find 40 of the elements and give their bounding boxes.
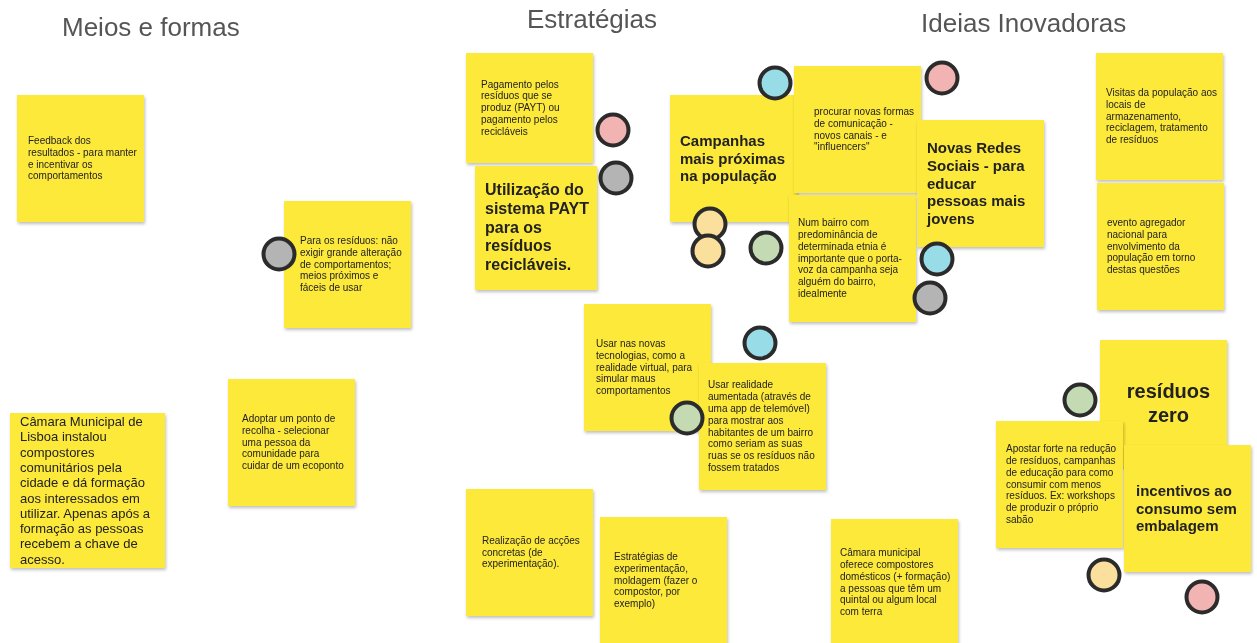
note-text: evento agregador nacional para envolvimento da população em torno destas questões xyxy=(1107,217,1197,276)
note-text: Usar realidade aumentada (através de uma app de telemóvel) para mostrar aos habitantes de um bairro como seriam as suas ruas se os resíduos não fossem tratados xyxy=(708,379,816,474)
sticky-note xyxy=(466,489,593,616)
note-text: Adoptar um ponto de recolha - selecionar uma pessoa da comunidade para cuidar de um ecoponto xyxy=(242,413,345,472)
sticky-note xyxy=(670,95,797,222)
note-text: Usar nas novas tecnologias, como a realidade virtual, para simular maus comportamentos xyxy=(596,338,694,397)
sticky-note xyxy=(789,195,916,322)
sticky-note xyxy=(794,66,921,193)
sticky-note xyxy=(475,166,597,290)
note-text: Utilização do sistema PAYT para os resíduos recicláveis. xyxy=(485,180,591,276)
sticky-note xyxy=(284,201,411,328)
note-text: resíduos zero xyxy=(1125,379,1212,428)
sticky-note xyxy=(600,517,727,643)
sticky-note xyxy=(466,53,593,163)
note-text: Para os resíduos: não exigir grande alteração de comportamentos; meios próximos e fáceis de usar xyxy=(300,235,403,294)
sticky-note xyxy=(228,379,355,506)
sticky-note xyxy=(996,421,1123,548)
note-text: Câmara Municipal de Lisboa instalou compostores comunitários pela cidade e dá formação aos interessados em utilizar. Apenas após a formação as pessoas recebem a chave de acesso. xyxy=(20,413,152,568)
column-heading: Meios e formas xyxy=(62,12,240,43)
note-text: Estratégias de experimentação, moldagem (fazer o compostor, por exemplo) xyxy=(614,551,699,610)
column-heading: Ideias Inovadoras xyxy=(921,8,1127,39)
note-text: Realização de acções concretas (de experimentação). xyxy=(482,534,581,571)
note-text: Pagamento pelos resíduos que se produz (PAYT) ou pagamento pelos recicláveis xyxy=(481,78,561,138)
note-text: Num bairro com predominância de determinada etnia é importante que o porta-voz da campanha seja alguém do bairro, idealmente xyxy=(798,217,903,300)
note-text: Novas Redes Sociais - para educar pessoas mais jovens xyxy=(927,139,1027,228)
note-text: Visitas da população aos locais de armazenamento, reciclagem, tratamento de resíduos xyxy=(1106,87,1217,146)
sticky-note xyxy=(1097,183,1224,310)
sticky-note xyxy=(1096,53,1223,180)
sticky-note xyxy=(917,120,1044,247)
sticky-note xyxy=(831,519,958,643)
column-heading: Estratégias xyxy=(527,4,658,35)
note-text: Campanhas mais próximas na população xyxy=(680,131,787,186)
note-text: incentivos ao consumo sem embalagem xyxy=(1136,481,1238,536)
note-text: Câmara municipal oferece compostores domésticos (+ formação) a pessoas que têm um quintal ou algum local com terra xyxy=(840,547,952,618)
note-text: procurar novas formas de comunicação - novos canais - e "influencers" xyxy=(814,105,915,154)
sticky-note xyxy=(699,363,826,490)
note-text: Apostar forte na redução de resíduos, campanhas de educação para como consumir com menos resíduos. Ex: workshops de produzir o próprio sabão xyxy=(1006,443,1117,526)
note-text: Feedback dos resultados - para manter e incentivar os comportamentos xyxy=(28,134,138,183)
sticky-note xyxy=(1124,445,1251,572)
sticky-note xyxy=(17,95,144,222)
